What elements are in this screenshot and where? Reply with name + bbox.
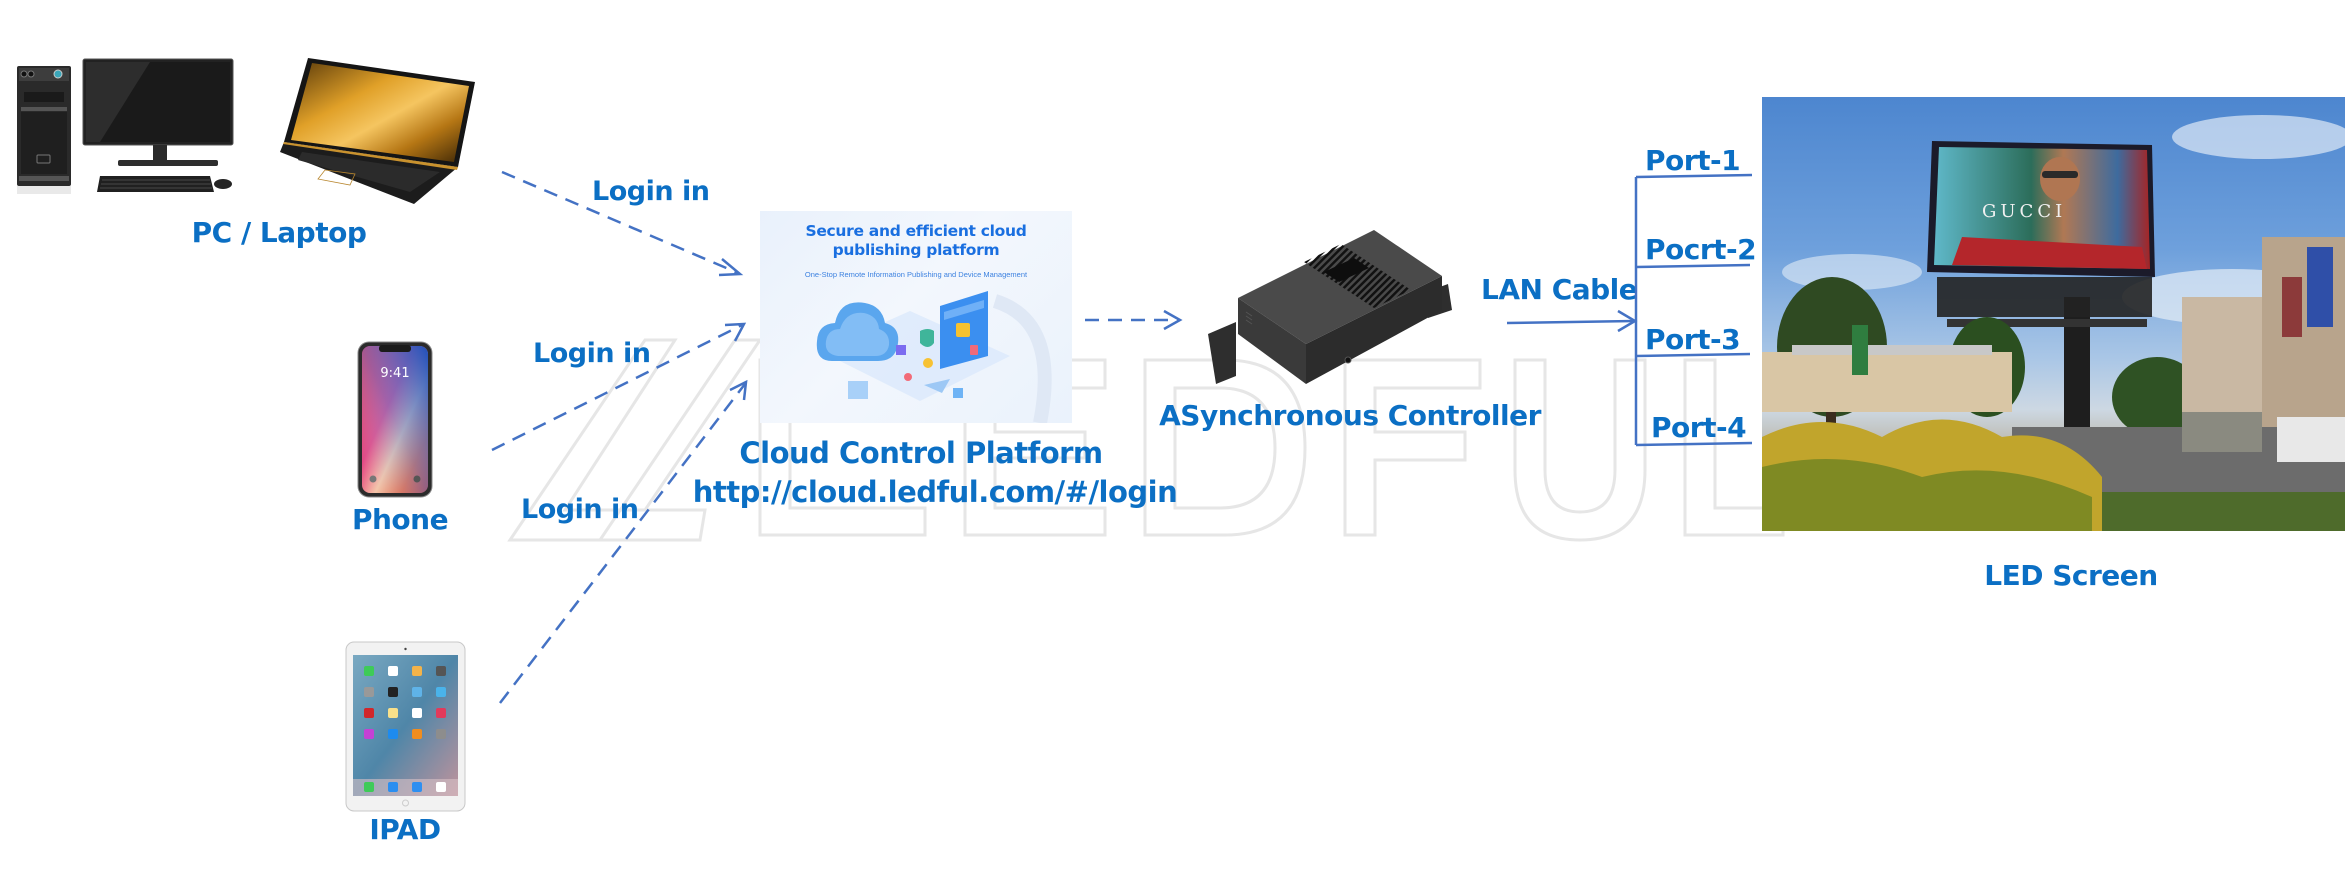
connector-phone-to-cloud xyxy=(491,323,743,452)
port-label: Port-1 xyxy=(1645,144,1741,177)
async-controller-device xyxy=(1206,194,1454,392)
cloud-platform-screenshot: Secure and efficient cloud publishing pl… xyxy=(760,211,1072,423)
pc-laptop-label: PC / Laptop xyxy=(191,216,367,249)
phone-clock: 9:41 xyxy=(380,366,409,381)
async-controller-label: ASynchronous Controller xyxy=(1159,399,1541,432)
port-label: Port-4 xyxy=(1651,411,1747,444)
arrowhead-icon xyxy=(1163,309,1183,331)
arrowhead-icon xyxy=(724,322,747,342)
login-label-phone: Login in xyxy=(533,338,651,369)
laptop-icon xyxy=(280,58,475,204)
shield-icon xyxy=(920,329,934,347)
port-label: Pocrt-2 xyxy=(1645,233,1757,266)
monitor-icon xyxy=(82,58,234,166)
phone-label: Phone xyxy=(351,503,449,536)
login-label-ipad: Login in xyxy=(521,494,639,525)
cloud-platform-label: Cloud Control Platform xyxy=(739,436,1103,470)
billboard-brand: GUCCI xyxy=(1982,201,2066,222)
mouse-icon xyxy=(214,179,232,189)
keyboard-icon xyxy=(97,176,214,192)
arrowhead-icon xyxy=(718,258,744,277)
cloud-panel-title: Secure and efficient cloud publishing pl… xyxy=(805,222,1027,259)
port-4-line xyxy=(1635,441,1753,447)
port-1-line xyxy=(1635,173,1753,179)
connector-pc-to-cloud xyxy=(501,170,739,275)
phone-device: 9:41 xyxy=(357,341,433,498)
ipad-device xyxy=(345,641,466,812)
led-screen-photo: GUCCI xyxy=(1762,97,2345,531)
desktop-tower-icon xyxy=(17,66,71,194)
login-label-pc: Login in xyxy=(592,176,710,207)
port-label: Port-3 xyxy=(1645,323,1741,356)
port-2-line xyxy=(1635,263,1751,269)
pc-laptop-device xyxy=(10,52,480,212)
ipad-app-grid xyxy=(353,666,458,796)
cloud-icon xyxy=(816,302,899,361)
led-screen-label: LED Screen xyxy=(1984,559,2158,592)
lan-cable-label: LAN Cable xyxy=(1481,273,1638,306)
ipad-label: IPAD xyxy=(369,813,441,846)
connector-ipad-to-cloud xyxy=(499,383,746,704)
arrowhead-icon xyxy=(729,379,748,401)
billboard: GUCCI xyxy=(1927,141,2155,327)
connector-lan-cable xyxy=(1506,319,1635,325)
cloud-panel-subtitle: One-Stop Remote Information Publishing a… xyxy=(804,270,1028,279)
cloud-platform-url[interactable]: http://cloud.ledful.com/#/login xyxy=(692,475,1178,509)
dashboard-board-icon xyxy=(940,291,988,369)
port-3-line xyxy=(1635,352,1751,358)
